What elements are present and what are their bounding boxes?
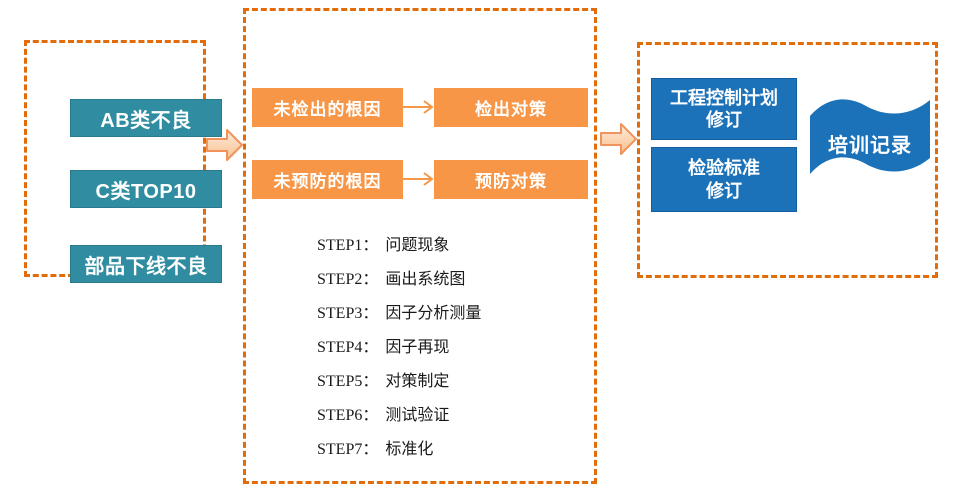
- cause-box-unprevented: 未预防的根因: [252, 160, 403, 199]
- input-box-offline-defects: 部品下线不良: [70, 245, 222, 283]
- measure-label: 预防对策: [475, 172, 547, 191]
- step-number: STEP2：: [317, 271, 379, 288]
- step-item-5: STEP5： 对策制定: [317, 362, 481, 396]
- flow-arrow-icon: [206, 126, 244, 164]
- output-box-line2: 修订: [706, 110, 742, 130]
- input-panel: AB类不良 C类TOP10 部品下线不良: [24, 40, 222, 283]
- step-list: STEP1： 问题现象 STEP2： 画出系统图 STEP3： 因子分析测量 S…: [317, 226, 481, 464]
- step-item-2: STEP2： 画出系统图: [317, 260, 481, 294]
- flag-label: 培训记录: [828, 134, 912, 157]
- step-number: STEP6：: [317, 407, 379, 424]
- flow-arrow-icon: [600, 120, 638, 158]
- output-box-line2: 修订: [706, 180, 742, 201]
- measure-box-prevention: 预防对策: [434, 160, 588, 199]
- cause-label: 未预防的根因: [273, 172, 382, 191]
- step-item-3: STEP3： 因子分析测量: [317, 294, 481, 328]
- measure-label: 检出对策: [475, 100, 547, 119]
- step-number: STEP3：: [317, 305, 379, 322]
- step-text: 对策制定: [385, 373, 450, 390]
- step-number: STEP4：: [317, 339, 379, 356]
- step-item-6: STEP6： 测试验证: [317, 396, 481, 430]
- arrow-right-icon: [401, 99, 435, 115]
- wave-flag-icon: [810, 99, 930, 174]
- step-number: STEP5：: [317, 373, 379, 390]
- step-text: 标准化: [385, 441, 434, 458]
- step-number: STEP1：: [317, 237, 379, 254]
- output-box-line1: 检验标准: [688, 158, 760, 178]
- step-text: 画出系统图: [385, 271, 466, 288]
- input-box-label: AB类不良: [100, 109, 192, 132]
- step-text: 问题现象: [385, 237, 450, 254]
- training-record-flag: 培训记录: [806, 92, 934, 182]
- measure-box-detection: 检出对策: [434, 88, 588, 127]
- input-box-ab-defects: AB类不良: [70, 99, 222, 137]
- cause-box-undetected: 未检出的根因: [252, 88, 403, 127]
- output-box-inspection-standard: 检验标准 修订: [651, 147, 797, 212]
- step-text: 因子分析测量: [385, 305, 482, 322]
- step-text: 测试验证: [385, 407, 450, 424]
- output-box-line1: 工程控制计划: [670, 87, 778, 108]
- input-box-c-top10: C类TOP10: [70, 170, 222, 208]
- step-text: 因子再现: [385, 339, 450, 356]
- step-item-7: STEP7： 标准化: [317, 430, 481, 464]
- input-box-label: C类TOP10: [95, 180, 197, 203]
- output-box-control-plan: 工程控制计划 修订: [651, 78, 797, 140]
- step-number: STEP7：: [317, 441, 379, 458]
- step-item-1: STEP1： 问题现象: [317, 226, 481, 260]
- input-box-label: 部品下线不良: [84, 255, 208, 278]
- analysis-panel: [243, 8, 597, 484]
- arrow-right-icon: [401, 171, 435, 187]
- cause-label: 未检出的根因: [273, 100, 382, 119]
- step-item-4: STEP4： 因子再现: [317, 328, 481, 362]
